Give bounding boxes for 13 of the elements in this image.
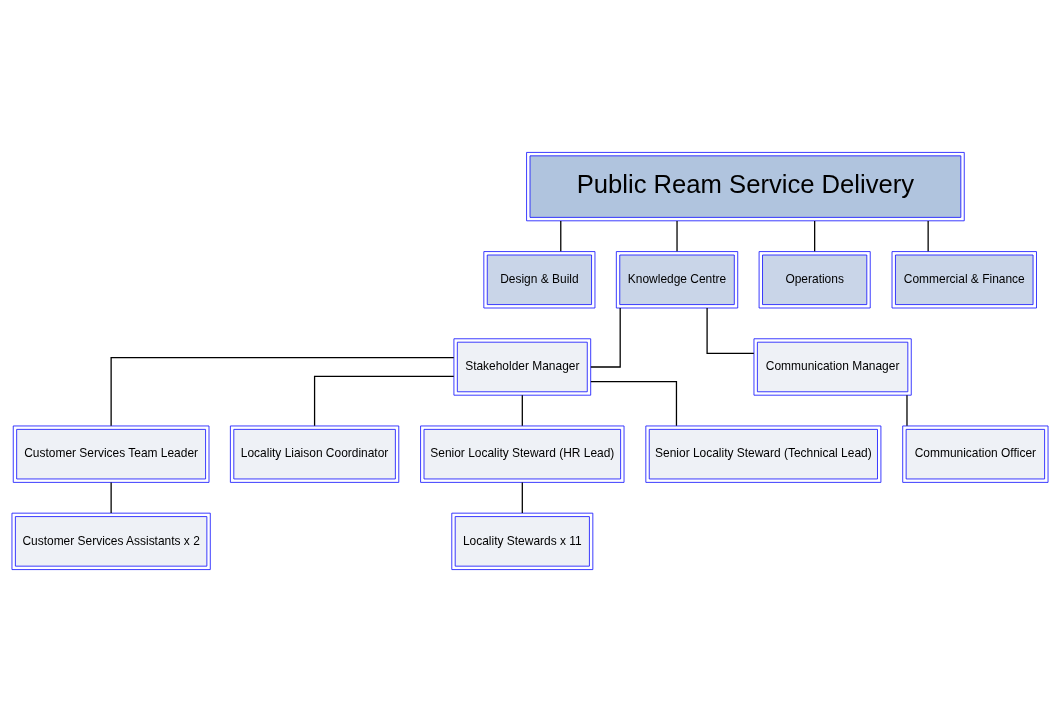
connector <box>814 220 816 252</box>
connector <box>906 394 908 427</box>
connector <box>560 220 562 252</box>
connector <box>110 356 455 427</box>
connector <box>590 380 678 427</box>
connector <box>706 307 755 354</box>
connector <box>927 220 929 252</box>
connector <box>590 307 621 368</box>
connector <box>521 481 523 514</box>
connector <box>313 375 455 427</box>
connector <box>110 481 112 514</box>
connector <box>676 220 678 252</box>
connector <box>521 394 523 427</box>
